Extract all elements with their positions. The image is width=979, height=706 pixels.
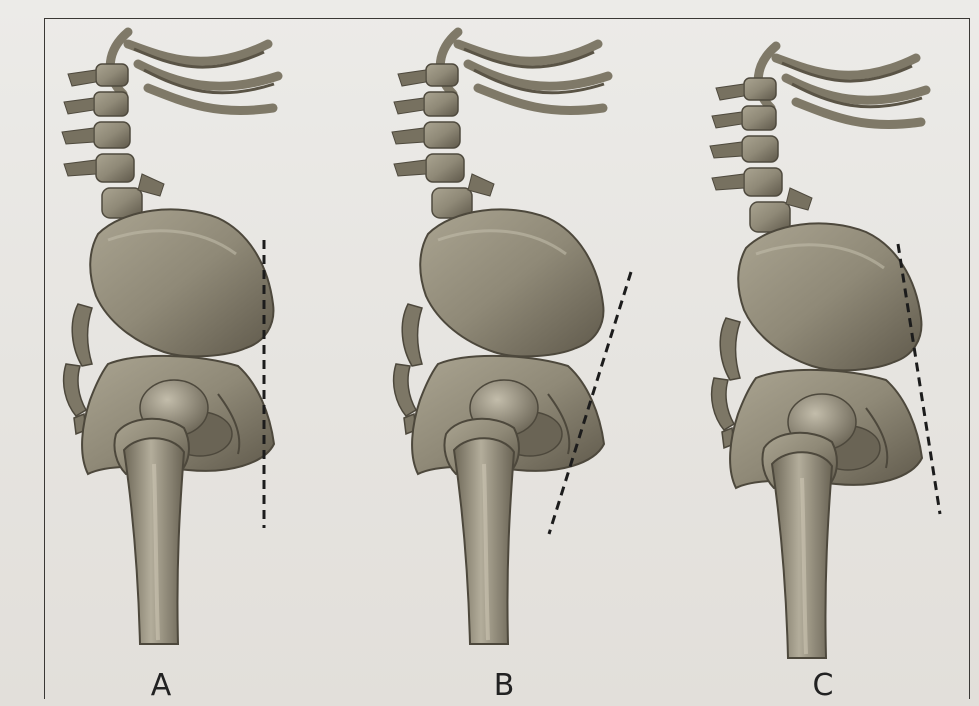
- panel-c-skeleton: [710, 46, 926, 658]
- panel-a-skeleton: [62, 32, 278, 644]
- panel-label-c: C: [803, 668, 843, 703]
- panel-b-skeleton: [392, 32, 608, 644]
- panel-label-a: A: [141, 668, 181, 703]
- panel-label-b: B: [484, 668, 524, 703]
